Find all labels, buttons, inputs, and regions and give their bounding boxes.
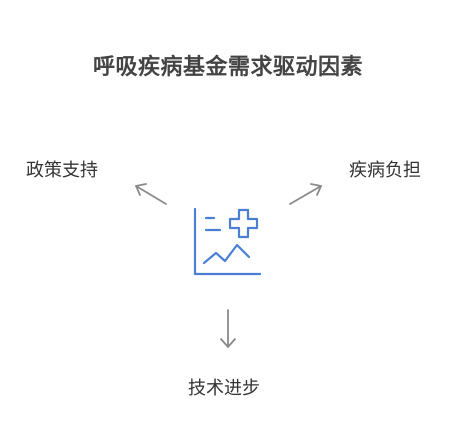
medical-chart-icon [193, 207, 262, 276]
driver-policy-support: 政策支持 [26, 160, 98, 181]
diagram-title: 呼吸疾病基金需求驱动因素 [92, 55, 363, 80]
driver-disease-burden: 疾病负担 [349, 160, 421, 181]
driver-tech-progress: 技术进步 [188, 378, 260, 399]
